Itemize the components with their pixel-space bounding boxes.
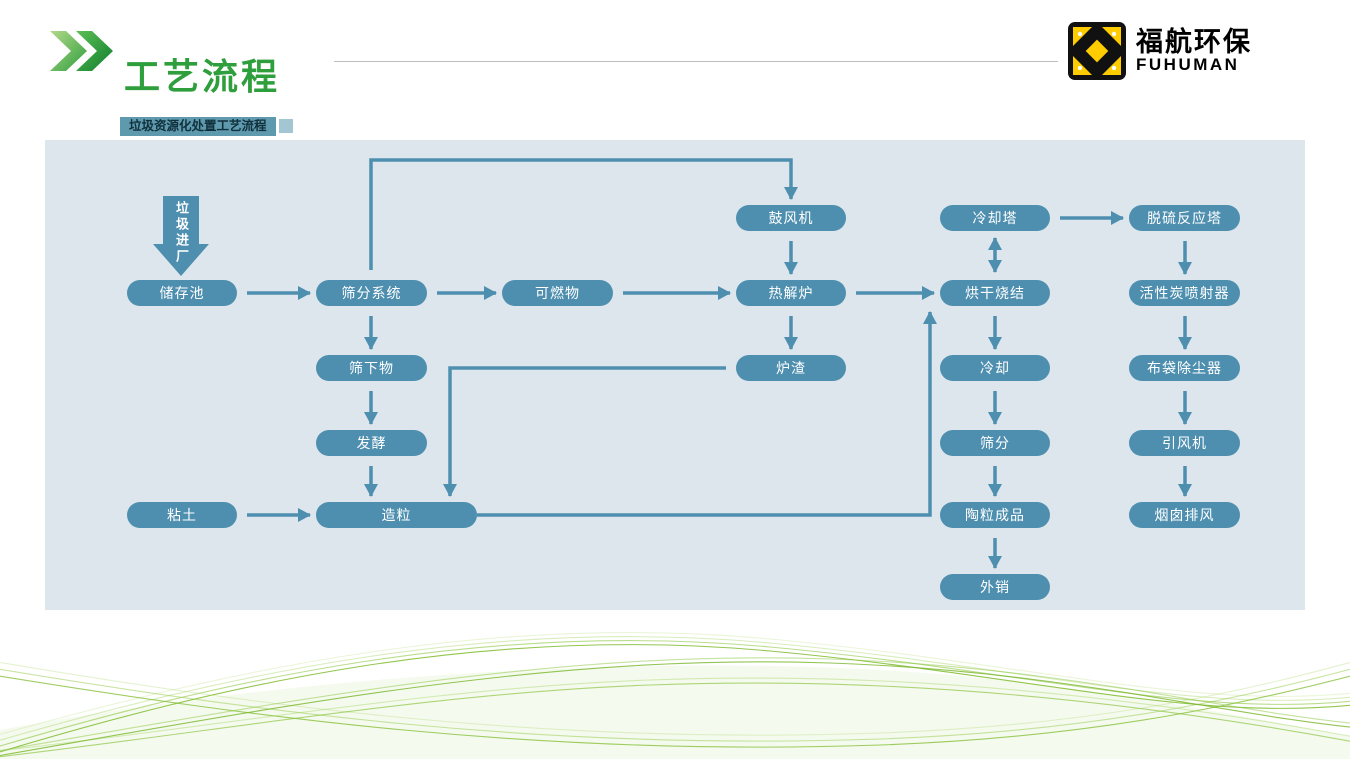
wave-decoration bbox=[0, 631, 1350, 759]
section-tag: 垃圾资源化处置工艺流程 bbox=[120, 117, 276, 136]
flow-node-ceramsite-product: 陶粒成品 bbox=[940, 502, 1050, 528]
entry-arrow-label: 垃圾进厂 bbox=[174, 201, 189, 265]
flow-node-under-screen: 筛下物 bbox=[316, 355, 427, 381]
flow-node-chimney-exhaust: 烟囱排风 bbox=[1129, 502, 1240, 528]
flow-node-activated-carbon-injector: 活性炭喷射器 bbox=[1129, 280, 1240, 306]
flow-node-bag-dust-collector: 布袋除尘器 bbox=[1129, 355, 1240, 381]
flow-node-desulfurization-tower: 脱硫反应塔 bbox=[1129, 205, 1240, 231]
company-logo: 福航环保 FUHUMAN bbox=[1068, 22, 1252, 80]
flow-node-screening-system: 筛分系统 bbox=[316, 280, 427, 306]
flow-node-fermentation: 发酵 bbox=[316, 430, 427, 456]
flow-node-pyrolysis-furnace: 热解炉 bbox=[736, 280, 846, 306]
page-title: 工艺流程 bbox=[124, 56, 281, 99]
flow-node-induced-draft-fan: 引风机 bbox=[1129, 430, 1240, 456]
flow-node-cooling: 冷却 bbox=[940, 355, 1050, 381]
logo-subtitle: FUHUMAN bbox=[1136, 55, 1240, 75]
logo-pinwheel-icon bbox=[1068, 22, 1126, 80]
header-divider bbox=[334, 61, 1058, 62]
flow-node-external-sales: 外销 bbox=[940, 574, 1050, 600]
flow-node-storage-pool: 储存池 bbox=[127, 280, 237, 306]
logo-text: 福航环保 FUHUMAN bbox=[1136, 28, 1252, 74]
flow-node-combustibles: 可燃物 bbox=[502, 280, 613, 306]
flow-node-blower: 鼓风机 bbox=[736, 205, 846, 231]
double-chevron-icon bbox=[50, 31, 113, 71]
flow-node-cooling-tower: 冷却塔 bbox=[940, 205, 1050, 231]
flow-node-drying-sintering: 烘干烧结 bbox=[940, 280, 1050, 306]
flow-node-granulation: 造粒 bbox=[316, 502, 477, 528]
flow-node-screening: 筛分 bbox=[940, 430, 1050, 456]
flow-node-clay: 粘土 bbox=[127, 502, 237, 528]
logo-name: 福航环保 bbox=[1136, 26, 1252, 57]
tag-decor-square bbox=[279, 119, 293, 133]
flow-panel bbox=[45, 140, 1305, 610]
flow-node-slag: 炉渣 bbox=[736, 355, 846, 381]
